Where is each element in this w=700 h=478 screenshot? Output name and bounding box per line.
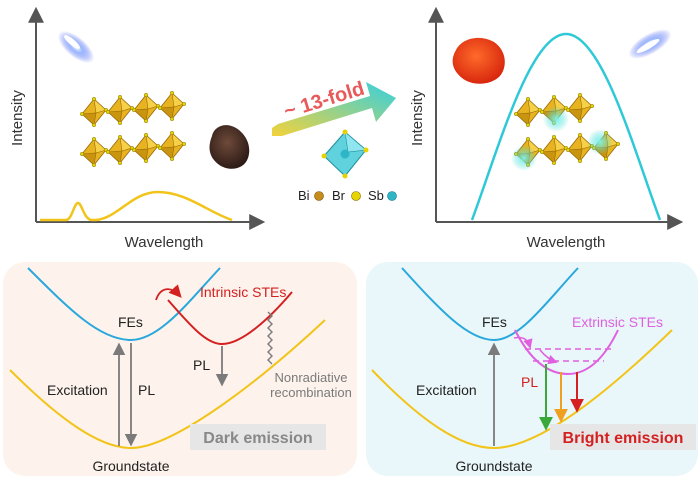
tr-x-axis-label: Wavelength bbox=[527, 234, 606, 251]
tr-red-crystal-photo bbox=[452, 37, 505, 84]
legend-br-label: Br bbox=[332, 188, 346, 203]
br-emission-label: Bright emission bbox=[563, 430, 684, 447]
tl-dark-crystal-photo bbox=[209, 125, 250, 169]
top-right-spectrum-panel: Intensity Wavelength bbox=[409, 6, 684, 251]
bl-nonradiative-label-1: Nonradiative bbox=[275, 370, 348, 385]
br-pl-label: PL bbox=[521, 374, 538, 390]
tl-y-axis-label: Intensity bbox=[9, 90, 26, 146]
legend-bi-dot bbox=[314, 191, 324, 201]
br-stes-label: Extrinsic STEs bbox=[572, 314, 663, 330]
tl-blue-emission-icon bbox=[57, 30, 95, 64]
bottom-left-energy-diagram: FEs Intrinsic STEs Excitation PL PL Nonr… bbox=[3, 262, 357, 476]
bl-nonradiative-wavy bbox=[267, 311, 273, 365]
tl-weak-spectrum-curve bbox=[40, 190, 233, 222]
bl-fe-to-ste-arrow bbox=[155, 284, 182, 301]
bl-groundstate-curve bbox=[9, 319, 326, 450]
bl-stes-label: Intrinsic STEs bbox=[200, 284, 286, 300]
br-excitation-label: Excitation bbox=[416, 382, 477, 398]
bl-stes-curve bbox=[167, 291, 293, 346]
br-fes-curve bbox=[401, 267, 579, 342]
tr-strong-spectrum-curve bbox=[470, 32, 662, 221]
br-groundstate-curve bbox=[371, 329, 673, 450]
tr-doped-crystal-lattice bbox=[511, 92, 621, 171]
atom-legend: Bi Br Sb bbox=[298, 188, 397, 203]
legend-sb-dot bbox=[387, 191, 397, 201]
sb-octahedron bbox=[321, 129, 369, 179]
br-groundstate-label: Groundstate bbox=[455, 458, 532, 474]
bl-groundstate-label: Groundstate bbox=[92, 458, 169, 474]
bl-emission-label: Dark emission bbox=[203, 430, 312, 447]
bl-fes-label: FEs bbox=[118, 314, 143, 330]
bl-fes-curve bbox=[27, 267, 221, 342]
legend-bi-label: Bi bbox=[298, 188, 310, 203]
br-fe-to-ste-arrow bbox=[513, 336, 533, 349]
enhancement-arrow: ~ 13-fold bbox=[272, 78, 396, 136]
legend-br-dot bbox=[351, 191, 361, 201]
br-ste-relax-arrow bbox=[539, 349, 558, 365]
top-left-spectrum-panel: Intensity Wavelength bbox=[9, 6, 266, 251]
tr-y-axis-label: Intensity bbox=[409, 90, 426, 146]
bottom-right-energy-diagram: FEs Extrinsic STEs Excitation PL Bright … bbox=[366, 262, 698, 476]
bl-ste-pl-label: PL bbox=[193, 357, 210, 373]
bl-pl-label: PL bbox=[138, 382, 155, 398]
br-stes-curve bbox=[514, 329, 619, 376]
br-fes-label: FEs bbox=[482, 314, 507, 330]
bl-excitation-label: Excitation bbox=[47, 382, 108, 398]
bl-emission-badge bbox=[190, 424, 326, 450]
tl-x-axis-label: Wavelength bbox=[125, 234, 204, 251]
tl-crystal-lattice bbox=[79, 90, 187, 168]
legend-sb-label: Sb bbox=[368, 188, 384, 203]
bl-panel-background bbox=[3, 262, 357, 476]
tr-blue-emission-icon bbox=[628, 29, 672, 59]
bl-nonradiative-label-2: recombination bbox=[270, 385, 352, 400]
br-emission-badge bbox=[550, 424, 696, 450]
